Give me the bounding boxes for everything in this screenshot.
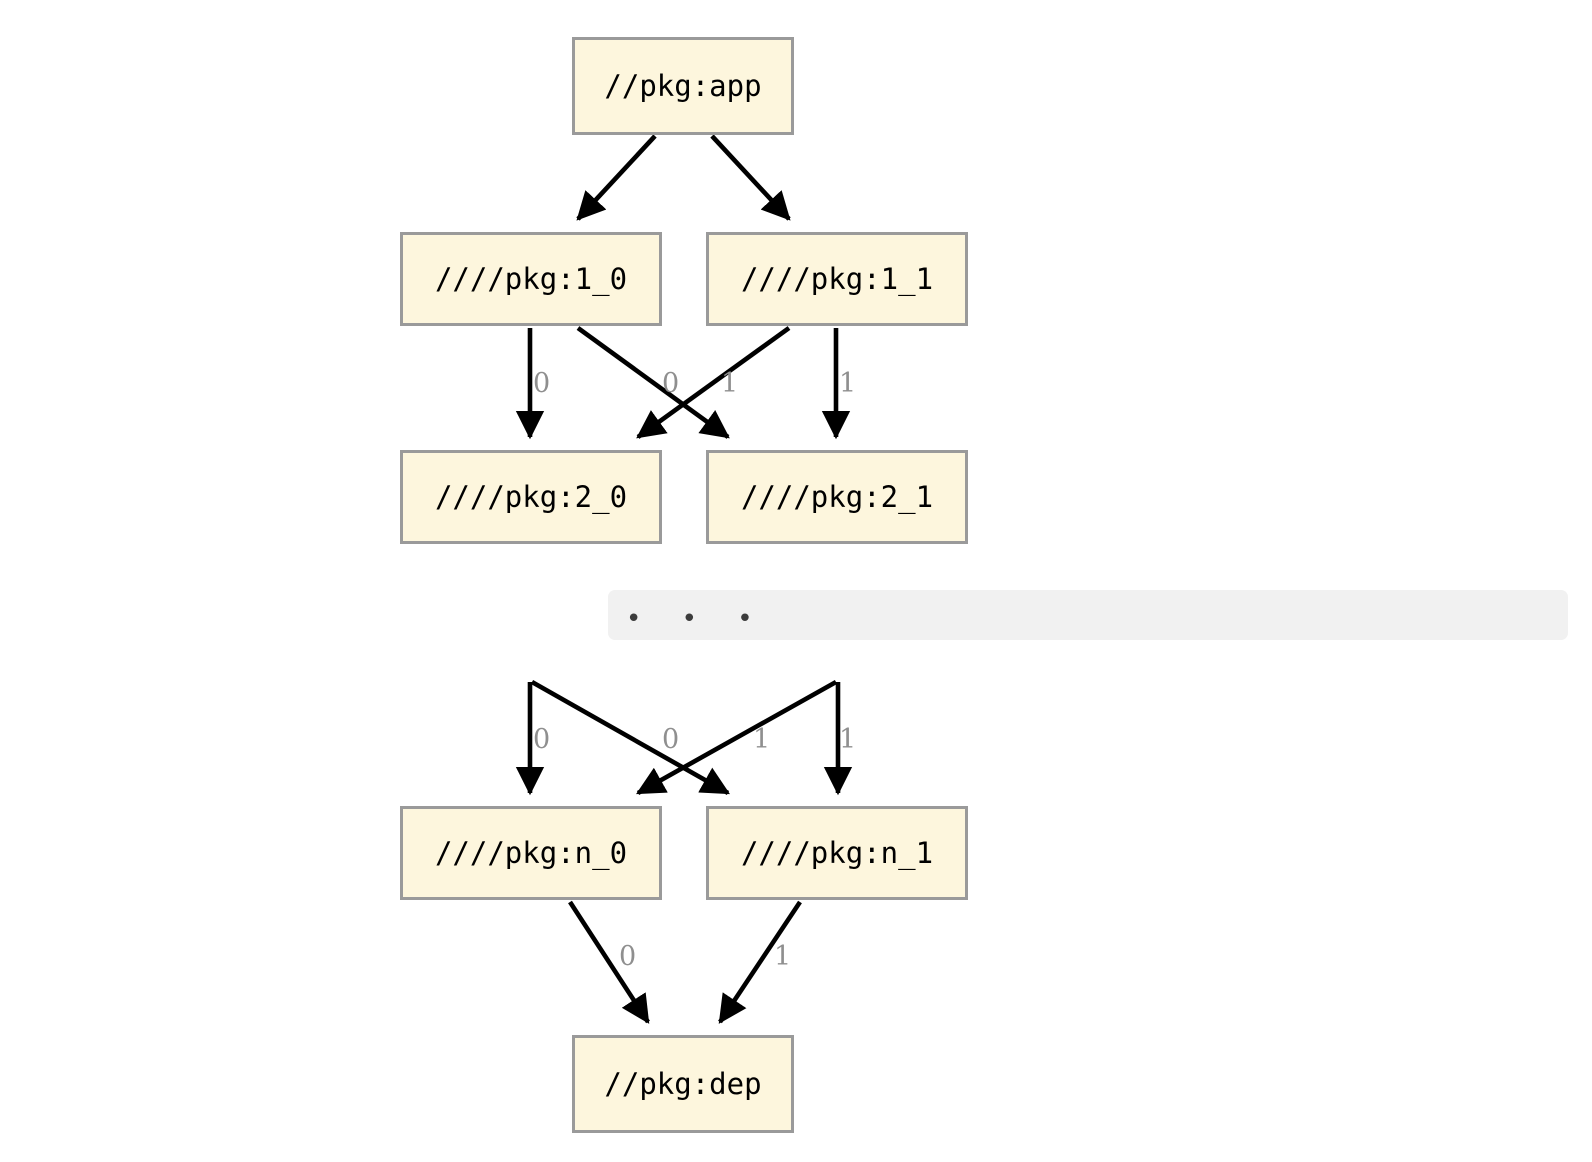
node-label: ////pkg:2_1 (740, 480, 934, 514)
node-pkg-n_0[interactable]: ////pkg:n_0 (400, 806, 662, 900)
edge-label: 0 (533, 724, 551, 755)
node-label: //pkg:app (604, 69, 762, 103)
edge-label: 1 (753, 724, 771, 755)
edge-elided-to-n_0-diagonal (636, 679, 838, 796)
edge-n_0-to-dep (568, 900, 650, 1024)
node-label: ////pkg:1_0 (434, 262, 628, 296)
edge-label: 1 (774, 941, 792, 972)
edge-n_1-to-dep (718, 900, 802, 1024)
ellipsis-icon: • • • (626, 604, 769, 634)
elided-nodes-banner[interactable]: • • • (608, 590, 1568, 640)
edge-label: 0 (619, 941, 637, 972)
edge-1_0-to-2_1 (576, 326, 730, 439)
node-label: ////pkg:2_0 (434, 480, 628, 514)
node-label: ////pkg:1_1 (740, 262, 934, 296)
node-pkg-1_1[interactable]: ////pkg:1_1 (706, 232, 968, 326)
edge-label: 0 (662, 724, 680, 755)
node-pkg-2_0[interactable]: ////pkg:2_0 (400, 450, 662, 544)
node-label: //pkg:dep (604, 1067, 762, 1101)
edge-label: 1 (839, 724, 857, 755)
node-dep[interactable]: //pkg:dep (572, 1035, 794, 1133)
edge-elided-to-n_1-diagonal (530, 679, 730, 796)
node-label: ////pkg:n_0 (434, 836, 628, 870)
edge-label: 0 (662, 368, 680, 399)
node-label: ////pkg:n_1 (740, 836, 934, 870)
node-pkg-n_1[interactable]: ////pkg:n_1 (706, 806, 968, 900)
edge-label: 0 (533, 368, 551, 399)
edge-1_1-to-2_0 (636, 326, 791, 439)
node-pkg-1_0[interactable]: ////pkg:1_0 (400, 232, 662, 326)
edge-label: 1 (839, 368, 857, 399)
edge-label: 1 (721, 368, 739, 399)
edge-app-to-1_0 (576, 134, 657, 221)
node-app[interactable]: //pkg:app (572, 37, 794, 135)
edge-app-to-1_1 (710, 134, 791, 221)
node-pkg-2_1[interactable]: ////pkg:2_1 (706, 450, 968, 544)
